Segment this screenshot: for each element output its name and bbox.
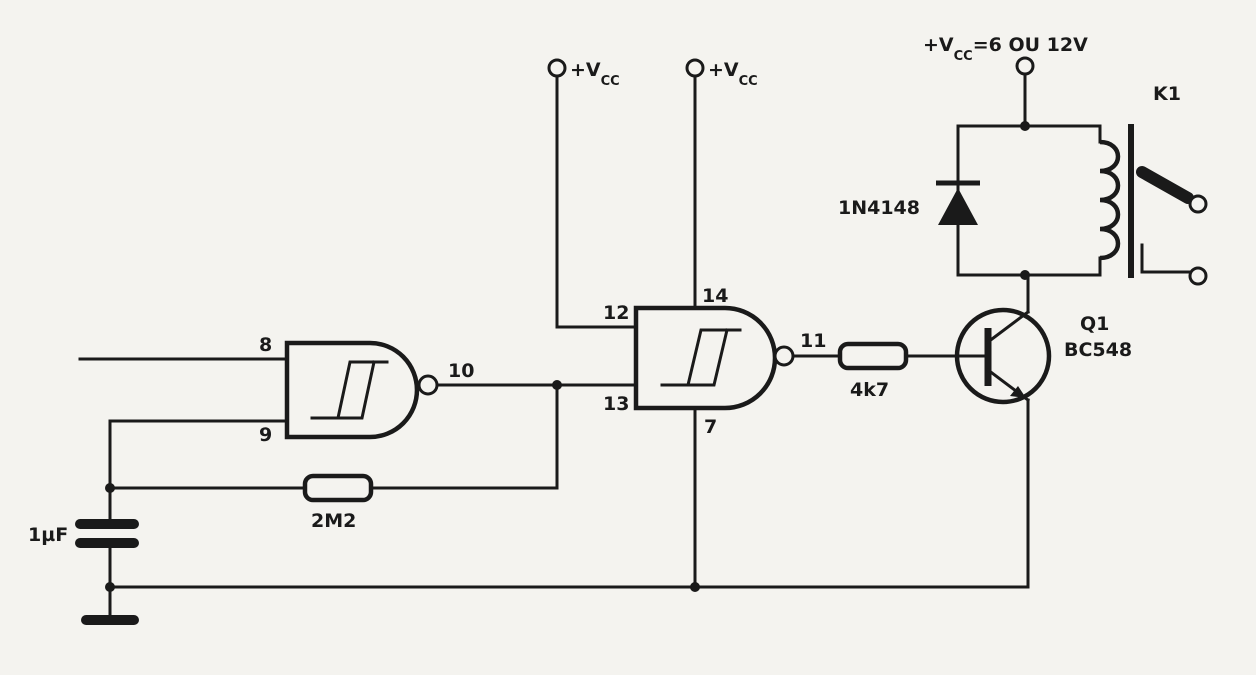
gate1-output-bubble: [417, 374, 439, 396]
gate2-schmitt-symbol-2: [672, 328, 729, 387]
vcc1-terminal: [547, 58, 567, 78]
capacitor-label: 1µF: [28, 524, 68, 546]
gate2-pin13-label: 13: [603, 393, 629, 415]
feedback-resistor: [302, 473, 374, 503]
vcc2-terminal: [685, 58, 705, 78]
gate2-nand-schmitt: [633, 305, 778, 411]
gate2-pin14-label: 14: [702, 285, 728, 307]
diode-label: 1N4148: [838, 197, 920, 219]
relay-label: K1: [1153, 83, 1181, 105]
relay-coil: [1099, 139, 1121, 261]
base-resistor-label: 4k7: [850, 379, 889, 401]
relay-coil-wire-bottom: [1023, 256, 1102, 277]
relay-contact-bottom-wire: [1140, 243, 1192, 274]
gate1-schmitt-symbol: [310, 360, 389, 420]
base-resistor: [837, 341, 909, 371]
gate1-nand-schmitt: [284, 340, 420, 440]
gate1-schmitt-symbol-2: [322, 360, 376, 420]
diode-wire: [956, 124, 1027, 277]
relay-coil-wire: [1023, 124, 1102, 144]
gate1-pin9-label: 9: [259, 424, 272, 446]
gate2-pin7-label: 7: [704, 416, 717, 438]
vcc2-label: +VCC: [708, 59, 758, 89]
gate1-pin10-label: 10: [448, 360, 474, 382]
feedback-wire-right: [370, 383, 559, 490]
gate2-output-bubble: [773, 345, 795, 367]
gate2-pin11-label: 11: [800, 330, 826, 352]
relay-vcc-terminal: [1015, 56, 1035, 76]
transistor-part-label: BC548: [1064, 339, 1132, 361]
gate2-pin12-label: 12: [603, 302, 629, 324]
gate2-schmitt-symbol: [660, 328, 742, 387]
feedback-resistor-label: 2M2: [311, 510, 356, 532]
emitter-arrow: [1010, 386, 1026, 398]
gate1-pin8-label: 8: [259, 334, 272, 356]
relay-contact-top: [1188, 194, 1208, 214]
transistor-ref-label: Q1: [1080, 313, 1109, 335]
relay-supply-label: +VCC=6 OU 12V: [923, 34, 1088, 64]
transistor-q1: [954, 307, 1052, 405]
transistor-collector: [985, 309, 1031, 345]
diode-1n4148: [938, 188, 978, 225]
vcc1-label: +VCC: [570, 59, 620, 89]
relay-contact-bottom: [1188, 266, 1208, 286]
relay-switch-arm: [1136, 166, 1194, 204]
cap-junction-node: [105, 483, 115, 493]
